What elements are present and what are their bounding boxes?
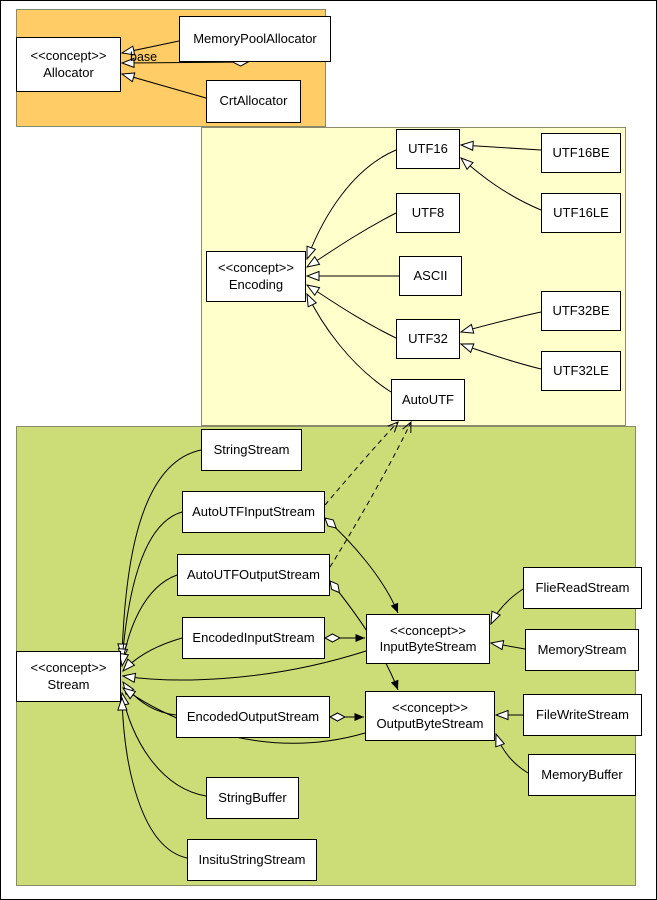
edge-encodedoutputstream-stream bbox=[123, 682, 177, 716]
allocator-name: Allocator bbox=[43, 64, 94, 80]
node-utf16: UTF16 bbox=[396, 129, 460, 169]
node-stream-concept: <<concept>> Stream bbox=[16, 651, 121, 702]
edge-autoutfinputstream-agg-inputbytestream bbox=[325, 518, 399, 614]
node-ascii: ASCII bbox=[399, 256, 462, 296]
node-memorypoolallocator: MemoryPoolAllocator bbox=[179, 16, 331, 62]
node-filewritestream: FileWriteStream bbox=[523, 694, 642, 736]
edge-utf16-encoding bbox=[307, 149, 397, 259]
edge-fliereadstream-inputbytestream bbox=[491, 588, 524, 624]
edge-insitustringstream-stream bbox=[122, 698, 188, 859]
outputbytestream-name: OutputByteStream bbox=[376, 716, 484, 731]
node-crtallocator: CrtAllocator bbox=[206, 80, 301, 123]
edge-utf16le-utf16 bbox=[461, 158, 542, 211]
edge-autoutfinputstream-stream bbox=[122, 511, 183, 661]
node-memorybuffer: MemoryBuffer bbox=[528, 754, 636, 796]
edge-crtallocator-allocator bbox=[122, 74, 207, 99]
edge-autoutfinputstream-dep-autoutf bbox=[324, 421, 399, 506]
edge-autoutfoutputstream-stream bbox=[122, 574, 178, 666]
edge-utf32-encoding bbox=[307, 285, 397, 339]
node-outputbytestream-concept: <<concept>> OutputByteStream bbox=[365, 691, 495, 741]
encoding-name: Encoding bbox=[228, 276, 284, 292]
outputbytestream-stereotype: <<concept>> bbox=[392, 699, 468, 715]
edge-stringstream-stream bbox=[122, 449, 202, 656]
inputbytestream-name: InputByteStream bbox=[379, 639, 477, 654]
node-memorystream: MemoryStream bbox=[525, 629, 639, 671]
encoding-stereotype: <<concept>> bbox=[218, 260, 294, 276]
edge-memorybuffer-outputbytestream bbox=[496, 734, 529, 774]
node-encodedoutputstream: EncodedOutputStream bbox=[176, 696, 330, 738]
node-utf8: UTF8 bbox=[396, 193, 460, 233]
node-encoding-concept: <<concept>> Encoding bbox=[206, 251, 306, 302]
inputbytestream-stereotype: <<concept>> bbox=[390, 622, 466, 638]
edge-memorypoolallocator-allocator bbox=[122, 40, 180, 53]
stream-name: Stream bbox=[47, 676, 90, 692]
edge-utf32le-utf32 bbox=[461, 344, 542, 370]
edge-encodedinputstream-stream bbox=[123, 637, 183, 671]
node-inputbytestream-concept: <<concept>> InputByteStream bbox=[366, 614, 490, 664]
node-allocator-concept: <<concept>> Allocator bbox=[16, 37, 121, 92]
edge-memorypoolallocator-base-allocator bbox=[122, 62, 248, 63]
edge-utf16be-utf16 bbox=[461, 145, 542, 150]
node-insitustringstream: InsituStringStream bbox=[187, 839, 317, 881]
node-utf16le: UTF16LE bbox=[541, 193, 621, 233]
node-stringstream: StringStream bbox=[201, 429, 302, 471]
node-utf16be: UTF16BE bbox=[541, 133, 621, 173]
node-autoutfoutputstream: AutoUTFOutputStream bbox=[177, 554, 330, 596]
node-utf32le: UTF32LE bbox=[541, 351, 621, 391]
edge-autoutf-encoding bbox=[307, 294, 392, 393]
edge-utf32be-utf32 bbox=[461, 311, 542, 332]
edge-memorystream-inputbytestream bbox=[491, 643, 526, 649]
edge-utf8-encoding bbox=[307, 212, 397, 267]
node-autoutfinputstream: AutoUTFInputStream bbox=[182, 491, 325, 533]
node-utf32be: UTF32BE bbox=[541, 291, 621, 331]
node-fliereadstream: FlieReadStream bbox=[523, 567, 642, 609]
node-stringbuffer: StringBuffer bbox=[206, 777, 299, 819]
node-utf32: UTF32 bbox=[396, 319, 460, 359]
edge-autoutfoutputstream-dep-autoutf bbox=[329, 420, 412, 568]
node-autoutf: AutoUTF bbox=[391, 379, 465, 421]
node-encodedinputstream: EncodedInputStream bbox=[182, 617, 325, 659]
edge-label-base: base bbox=[130, 50, 158, 64]
stream-stereotype: <<concept>> bbox=[30, 660, 107, 676]
allocator-stereotype: <<concept>> bbox=[30, 48, 107, 64]
edge-inputbytestream-stream bbox=[123, 650, 367, 680]
